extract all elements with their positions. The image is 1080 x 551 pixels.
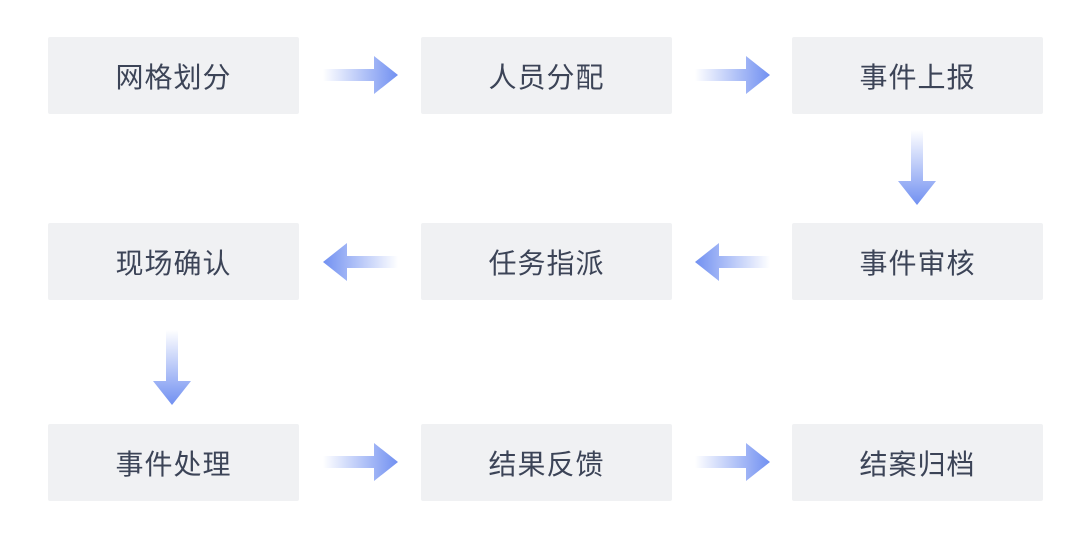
arrow-right-icon — [323, 56, 398, 94]
arrow-down-icon — [898, 130, 936, 205]
step-label: 网格划分 — [115, 61, 232, 93]
step-box-personnel-allocation: 人员分配 — [421, 37, 672, 114]
arrow-down-icon — [153, 330, 191, 405]
arrow-left-icon — [695, 243, 770, 281]
arrow-right-icon — [323, 443, 398, 481]
step-label: 结果反馈 — [488, 448, 605, 480]
step-box-case-archive: 结案归档 — [792, 424, 1043, 501]
arrow-right-icon — [695, 443, 770, 481]
step-box-result-feedback: 结果反馈 — [421, 424, 672, 501]
arrow-left-icon — [323, 243, 398, 281]
step-box-grid-division: 网格划分 — [48, 37, 299, 114]
step-label: 现场确认 — [115, 247, 232, 279]
step-box-task-assignment: 任务指派 — [421, 223, 672, 300]
step-box-onsite-confirmation: 现场确认 — [48, 223, 299, 300]
step-label: 事件上报 — [859, 61, 976, 93]
step-box-event-review: 事件审核 — [792, 223, 1043, 300]
step-label: 结案归档 — [859, 448, 976, 480]
step-label: 任务指派 — [488, 247, 605, 279]
step-box-event-handling: 事件处理 — [48, 424, 299, 501]
step-box-event-report: 事件上报 — [792, 37, 1043, 114]
step-label: 人员分配 — [488, 61, 605, 93]
step-label: 事件审核 — [859, 247, 976, 279]
arrow-right-icon — [695, 56, 770, 94]
step-label: 事件处理 — [115, 448, 232, 480]
